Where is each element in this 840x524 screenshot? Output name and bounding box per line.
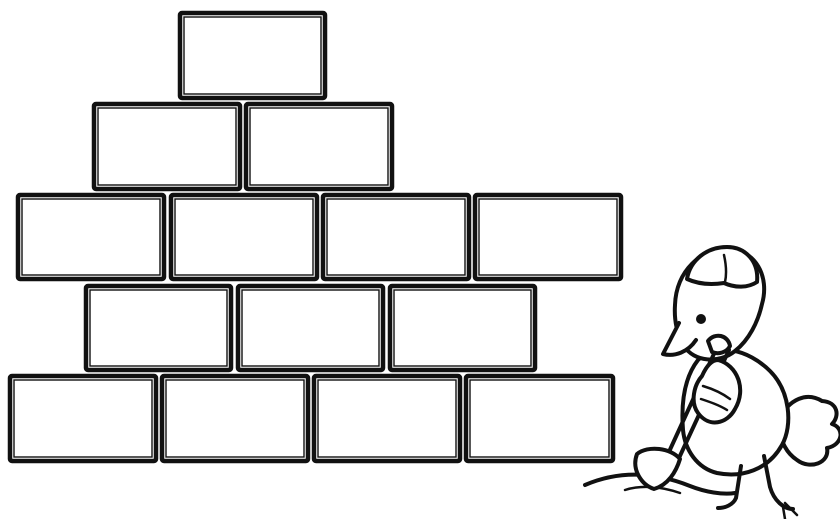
brick-4-3[interactable] bbox=[387, 283, 538, 373]
brick-5-4-inner bbox=[469, 379, 610, 458]
brick-2-2-inner bbox=[249, 107, 389, 186]
tail-icon bbox=[776, 395, 840, 467]
brick-3-1[interactable] bbox=[15, 192, 167, 282]
brick-2-1[interactable] bbox=[91, 101, 243, 192]
brick-2-1-inner bbox=[97, 107, 237, 186]
foot-claw-2-icon bbox=[781, 505, 787, 521]
brick-4-1[interactable] bbox=[83, 283, 234, 373]
brick-3-4-inner bbox=[478, 198, 618, 276]
brick-3-3[interactable] bbox=[320, 192, 472, 282]
brick-1-1-inner bbox=[183, 16, 322, 95]
brick-3-2[interactable] bbox=[168, 192, 320, 282]
crest-line-icon bbox=[722, 253, 728, 284]
beak-icon bbox=[661, 321, 698, 357]
crest-icon bbox=[685, 245, 760, 289]
brick-4-3-inner bbox=[393, 289, 532, 367]
brick-5-4[interactable] bbox=[463, 373, 616, 464]
wing-feather-icon bbox=[701, 384, 732, 401]
brick-5-3-inner bbox=[317, 379, 457, 458]
brick-row-4 bbox=[83, 283, 538, 373]
brick-row-5 bbox=[7, 373, 616, 464]
brick-4-1-inner bbox=[89, 289, 228, 367]
brick-3-1-inner bbox=[21, 198, 161, 276]
brick-2-2[interactable] bbox=[243, 101, 395, 192]
brick-pyramid bbox=[7, 10, 624, 464]
brick-5-3[interactable] bbox=[311, 373, 463, 464]
wing-feather-2-icon bbox=[699, 397, 729, 412]
brick-4-2[interactable] bbox=[235, 283, 386, 373]
brick-row-3 bbox=[15, 192, 624, 282]
bird-icon bbox=[583, 245, 840, 521]
brick-1-1[interactable] bbox=[177, 10, 328, 101]
foot-claw-icon bbox=[783, 501, 799, 517]
brick-5-2-inner bbox=[165, 379, 305, 458]
brick-3-3-inner bbox=[326, 198, 466, 276]
left-leg-icon bbox=[716, 464, 743, 510]
brick-row-1 bbox=[177, 10, 328, 101]
ground-icon bbox=[583, 472, 737, 496]
brick-3-2-inner bbox=[174, 198, 314, 276]
brick-5-2[interactable] bbox=[159, 373, 311, 464]
brick-row-2 bbox=[91, 101, 395, 192]
eye-icon bbox=[696, 314, 706, 324]
brick-5-1[interactable] bbox=[7, 373, 159, 464]
brick-3-4[interactable] bbox=[472, 192, 624, 282]
brick-4-2-inner bbox=[241, 289, 380, 367]
brick-5-1-inner bbox=[13, 379, 153, 458]
shovel-blade-icon bbox=[633, 446, 682, 491]
shovel-grip-icon bbox=[706, 333, 732, 356]
